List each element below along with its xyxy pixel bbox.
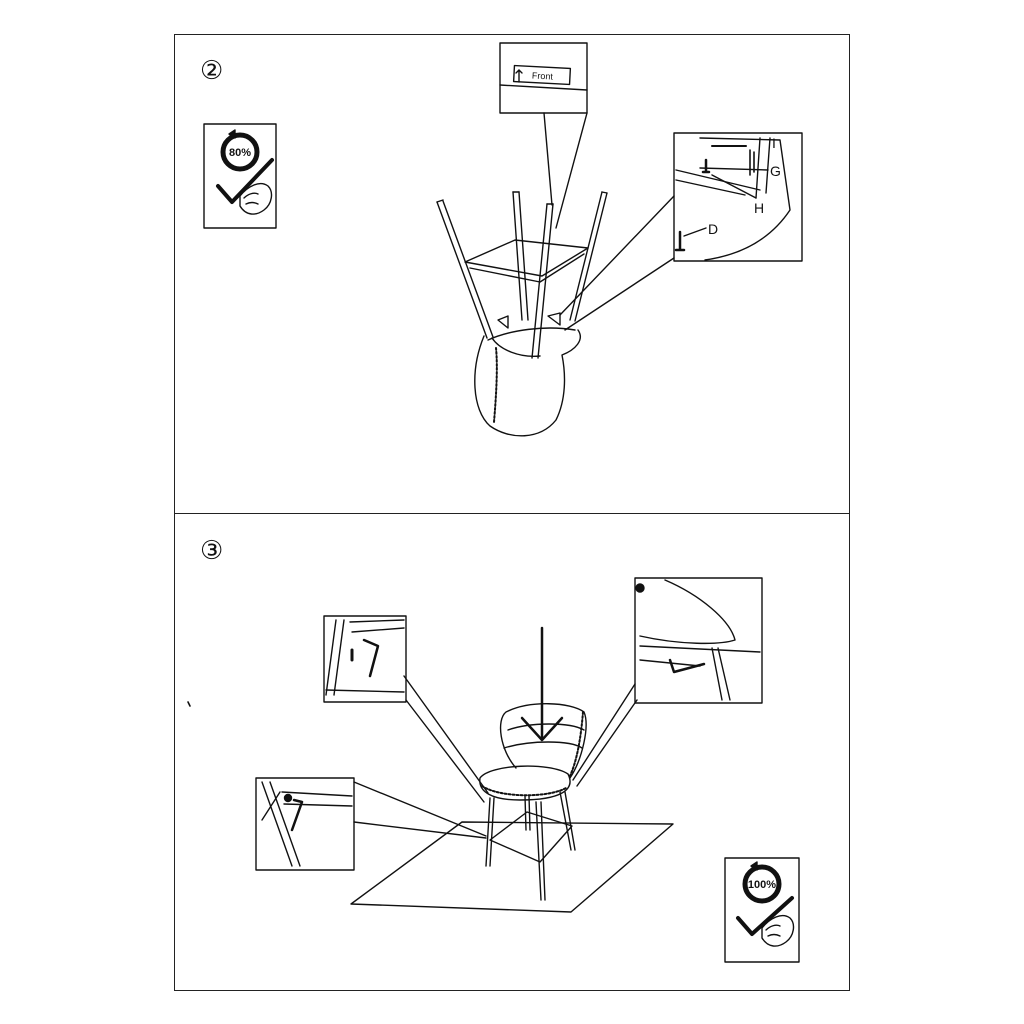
- detail-callout-bottom-left: [255, 777, 487, 871]
- part-label-i: I: [772, 135, 776, 151]
- down-arrow-icon: [520, 626, 564, 742]
- part-label-d: D: [708, 221, 718, 237]
- part-label-h: H: [754, 200, 764, 216]
- front-tag-label: Front: [532, 70, 554, 81]
- step-3-number: ③: [200, 536, 224, 566]
- step-3-panel: [174, 513, 850, 991]
- tighten-100-label: 100%: [748, 879, 776, 891]
- stray-mark: [187, 701, 191, 707]
- tighten-100-icon: 100%: [724, 857, 800, 963]
- step-2-number: ②: [200, 56, 224, 86]
- upside-down-stool: [436, 191, 608, 437]
- tighten-80-icon: 80%: [203, 123, 277, 229]
- detail-callout-top-left: [323, 615, 489, 803]
- parts-detail-callout: I G H D: [559, 132, 803, 331]
- front-tag-callout: Front: [499, 42, 588, 229]
- part-label-g: G: [770, 163, 781, 179]
- floor-mat: [350, 821, 674, 913]
- tighten-80-label: 80%: [229, 147, 251, 159]
- upright-stool: [479, 703, 587, 901]
- detail-callout-top-right: [572, 577, 763, 787]
